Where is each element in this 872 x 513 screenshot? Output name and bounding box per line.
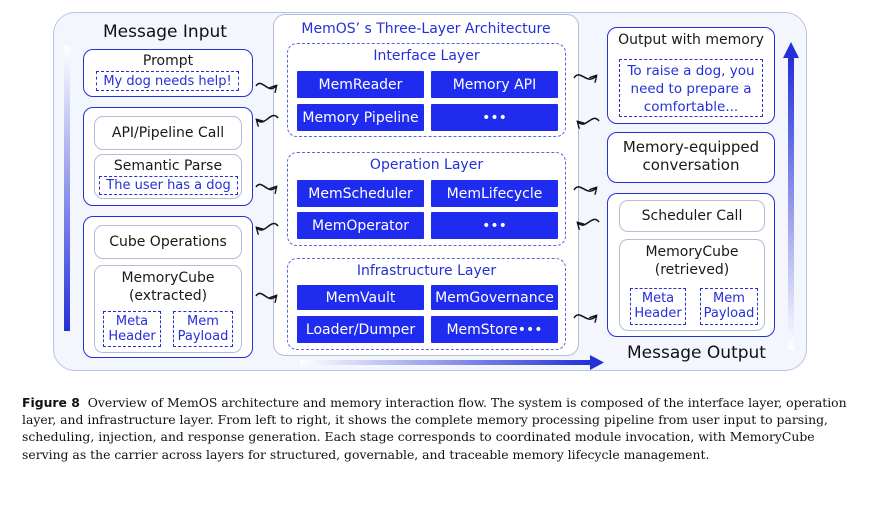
- module-memvault: MemVault: [297, 285, 424, 310]
- module-memstore: MemStore•••: [431, 316, 558, 343]
- prompt-label: Prompt: [142, 53, 194, 69]
- meta-header-line1: Meta: [115, 314, 149, 329]
- memorycube-right-title: MemoryCube: [645, 244, 739, 260]
- meta-header-right-line2: Header: [634, 306, 682, 321]
- architecture-title: MemOS’ s Three-Layer Architecture: [301, 21, 551, 37]
- api-pipeline-call: API/Pipeline Call: [94, 116, 242, 150]
- mem-payload-line1: Mem: [187, 314, 219, 329]
- caption-label: Figure 8: [22, 395, 80, 410]
- module-memory-api: Memory API: [431, 71, 558, 98]
- prompt-box: Prompt My dog needs help!: [83, 49, 253, 97]
- module-interface-more: •••: [431, 104, 558, 131]
- memorycube-retrieved-box: MemoryCube (retrieved) Meta Header Mem P…: [619, 239, 765, 331]
- infrastructure-layer-title: Infrastructure Layer: [356, 263, 497, 279]
- figure-caption: Figure 8 Overview of MemOS architecture …: [22, 394, 852, 463]
- module-memgovernance: MemGovernance: [431, 285, 558, 310]
- arrow-output-to-interface: [578, 117, 600, 124]
- arrow-operation-to-cube: [257, 222, 279, 230]
- module-memlifecycle: MemLifecycle: [431, 180, 558, 207]
- message-input-title: Message Input: [103, 22, 227, 42]
- mem-payload-left: Mem Payload: [173, 311, 233, 347]
- mem-payload-line2: Payload: [177, 329, 229, 344]
- memorycube-extracted-box: MemoryCube (extracted) Meta Header Mem P…: [94, 265, 242, 353]
- right-flow-head: [783, 42, 799, 58]
- arrow-infra-to-scheduler: [573, 314, 596, 319]
- conversation-box: Memory-equipped conversation: [607, 132, 775, 183]
- conversation-line1: Memory-equipped: [622, 138, 760, 156]
- right-flow-bar: [788, 58, 794, 350]
- semantic-parse-box: Semantic Parse The user has a dog: [94, 154, 242, 199]
- semantic-parse-label: Semantic Parse: [113, 158, 223, 174]
- memorycube-left-subtitle: (extracted): [128, 288, 208, 304]
- caption-text: Overview of MemOS architecture and memor…: [22, 395, 847, 462]
- operation-layer-title: Operation Layer: [369, 157, 484, 173]
- scheduler-call: Scheduler Call: [619, 200, 765, 232]
- meta-header-line2: Header: [108, 329, 156, 344]
- interface-layer-title: Interface Layer: [373, 48, 480, 64]
- arrow-cube-to-infra: [255, 292, 276, 298]
- parse-group-box: API/Pipeline Call Semantic Parse The use…: [83, 107, 253, 206]
- meta-header-left: Meta Header: [103, 311, 161, 347]
- output-label: Output with memory: [618, 32, 764, 48]
- module-loader-dumper: Loader/Dumper: [297, 316, 424, 343]
- output-line2: need to prepare a: [630, 81, 752, 97]
- module-memreader: MemReader: [297, 71, 424, 98]
- module-memory-pipeline: Memory Pipeline: [297, 104, 424, 131]
- mem-payload-right-line2: Payload: [703, 306, 755, 321]
- prompt-text: My dog needs help!: [96, 71, 239, 91]
- bottom-flow-bar: [300, 360, 590, 365]
- arrow-parse-to-operation: [255, 183, 276, 189]
- module-memscheduler: MemScheduler: [297, 180, 424, 207]
- meta-header-right: Meta Header: [630, 288, 686, 325]
- module-operation-more: •••: [431, 212, 558, 239]
- left-flow-bar: [64, 46, 70, 331]
- infrastructure-layer: Infrastructure Layer MemVault MemGoverna…: [287, 258, 566, 350]
- cube-operations: Cube Operations: [94, 225, 242, 259]
- output-line1: To raise a dog, you: [627, 63, 755, 79]
- mem-payload-right-line1: Mem: [713, 291, 745, 306]
- cube-group-box: Cube Operations MemoryCube (extracted) M…: [83, 216, 253, 358]
- module-memoperator: MemOperator: [297, 212, 424, 239]
- arrow-operation-to-conversation: [573, 186, 596, 191]
- arrow-prompt-to-interface: [255, 82, 276, 88]
- conversation-line2: conversation: [642, 156, 740, 174]
- arrow-conversation-to-operation: [578, 218, 600, 225]
- retrieval-group-box: Scheduler Call MemoryCube (retrieved) Me…: [607, 193, 775, 337]
- mem-payload-right: Mem Payload: [700, 288, 758, 325]
- output-box: Output with memory To raise a dog, you n…: [607, 27, 775, 124]
- message-output-title: Message Output: [627, 343, 766, 363]
- semantic-parse-text: The user has a dog: [99, 176, 238, 195]
- memorycube-left-title: MemoryCube: [121, 270, 215, 286]
- meta-header-right-line1: Meta: [641, 291, 675, 306]
- bottom-flow-head: [590, 355, 604, 370]
- memorycube-right-subtitle: (retrieved): [654, 262, 730, 278]
- interface-layer: Interface Layer MemReader Memory API Mem…: [287, 43, 566, 137]
- operation-layer: Operation Layer MemScheduler MemLifecycl…: [287, 152, 566, 246]
- arrow-interface-to-api: [257, 114, 279, 122]
- output-text: To raise a dog, you need to prepare a co…: [619, 59, 763, 117]
- arrow-interface-to-output: [573, 74, 596, 79]
- output-line3: comfortable...: [643, 99, 739, 115]
